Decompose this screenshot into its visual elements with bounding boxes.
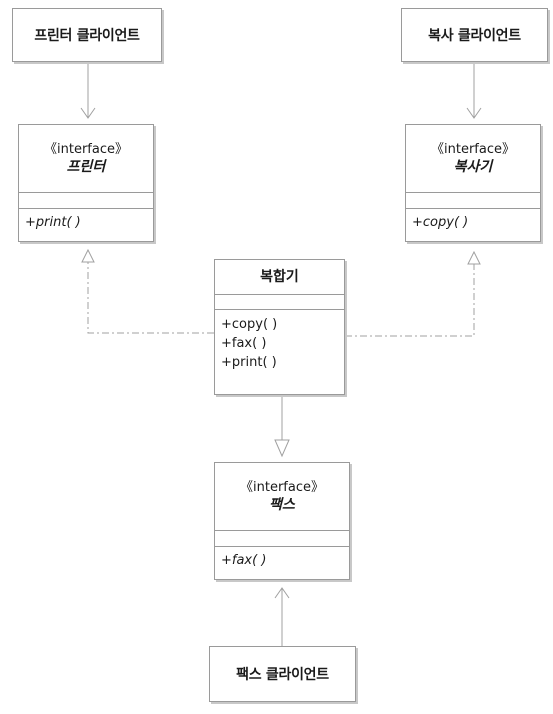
composite-class-box: 복합기 +copy( ) +fax( ) +print( ) xyxy=(214,259,345,395)
realization-copier xyxy=(345,250,481,337)
copier-interface-box: 《interface》 복사기 +copy( ) xyxy=(405,124,541,242)
copier-interface-header: 《interface》 복사기 xyxy=(406,125,540,193)
composite-operation-fax: +fax( ) xyxy=(221,336,267,351)
fax-attributes-compartment xyxy=(215,531,349,547)
composite-operation-copy: +copy( ) xyxy=(221,317,278,332)
copier-client-box: 복사 클라이언트 xyxy=(401,8,548,62)
realization-fax xyxy=(274,396,290,458)
copier-attributes-compartment xyxy=(406,193,540,209)
fax-interface-name: 팩스 xyxy=(269,497,295,513)
dependency-fax-client xyxy=(274,587,290,646)
composite-operations-compartment: +copy( ) +fax( ) +print( ) xyxy=(215,310,344,376)
composite-class-header: 복합기 xyxy=(215,260,344,295)
fax-interface-box: 《interface》 팩스 +fax( ) xyxy=(214,462,350,580)
copier-interface-name: 복사기 xyxy=(453,159,493,175)
composite-operation-print: +print( ) xyxy=(221,355,277,370)
printer-operations-compartment: +print( ) xyxy=(19,209,153,236)
printer-stereotype: 《interface》 xyxy=(44,142,128,157)
printer-interface-box: 《interface》 프린터 +print( ) xyxy=(18,124,154,242)
fax-operations-compartment: +fax( ) xyxy=(215,547,349,574)
fax-stereotype: 《interface》 xyxy=(240,480,324,495)
copier-operations-compartment: +copy( ) xyxy=(406,209,540,236)
printer-client-box: 프린터 클라이언트 xyxy=(12,8,162,62)
fax-client-label: 팩스 클라이언트 xyxy=(236,667,329,683)
printer-operation-print: +print( ) xyxy=(25,215,81,230)
printer-interface-header: 《interface》 프린터 xyxy=(19,125,153,193)
fax-operation-fax: +fax( ) xyxy=(221,553,267,568)
dependency-copier-client xyxy=(466,62,482,119)
printer-interface-name: 프린터 xyxy=(66,159,106,175)
copier-stereotype: 《interface》 xyxy=(431,142,515,157)
fax-client-box: 팩스 클라이언트 xyxy=(209,646,356,702)
printer-attributes-compartment xyxy=(19,193,153,209)
fax-interface-header: 《interface》 팩스 xyxy=(215,463,349,531)
composite-class-name: 복합기 xyxy=(260,269,299,285)
composite-attributes-compartment xyxy=(215,295,344,310)
copier-operation-copy: +copy( ) xyxy=(412,215,469,230)
dependency-printer-client xyxy=(80,62,96,119)
printer-client-label: 프린터 클라이언트 xyxy=(34,28,140,44)
realization-printer xyxy=(81,248,214,334)
copier-client-label: 복사 클라이언트 xyxy=(428,28,521,44)
